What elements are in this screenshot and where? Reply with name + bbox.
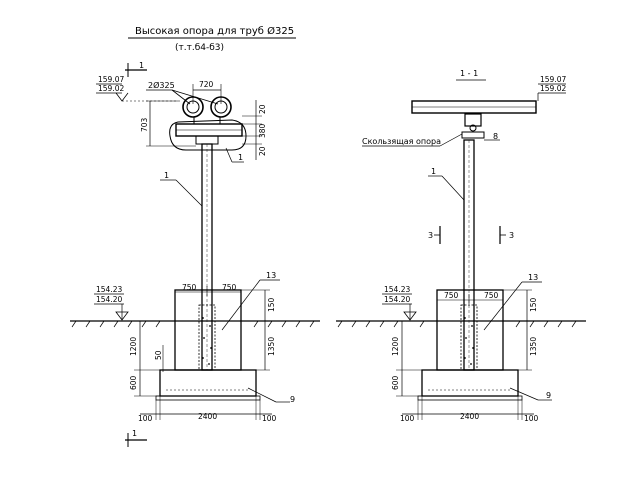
elevation-ground-sub-right: 154.20 bbox=[384, 295, 410, 304]
dim-750-right: 750 bbox=[222, 283, 237, 292]
callout-13: 13 bbox=[266, 271, 276, 280]
footing-right bbox=[421, 369, 519, 397]
callout-13-right: 13 bbox=[528, 273, 538, 282]
section-mark-label-bottom: 1 bbox=[132, 429, 137, 438]
dim-100-left-right: 100 bbox=[400, 414, 415, 423]
callout-9-right: 9 bbox=[546, 391, 551, 400]
elevation-ground-main: 154.23 bbox=[96, 285, 122, 294]
elevation-top-sub-right: 159.02 bbox=[540, 84, 566, 93]
dim-750-right-right: 750 bbox=[484, 291, 499, 300]
dim-1350: 1350 bbox=[267, 337, 276, 356]
dim-150-right: 150 bbox=[529, 297, 538, 312]
dim-750-left: 750 bbox=[182, 283, 197, 292]
dim-380: 380 bbox=[258, 123, 267, 138]
support-plate bbox=[461, 131, 485, 139]
dim-150: 150 bbox=[267, 297, 276, 312]
insulation-outline bbox=[169, 119, 247, 151]
dim-1200-right: 1200 bbox=[391, 337, 400, 356]
dim-20-top: 20 bbox=[258, 104, 267, 114]
sliding-support-label: Скользящая опора bbox=[362, 137, 441, 146]
right-view: 1 - 1 159.07 159.02 Скользящая опора 8 1… bbox=[336, 69, 586, 423]
dim-100-left: 100 bbox=[138, 414, 153, 423]
dim-600: 600 bbox=[129, 375, 138, 390]
dim-1350-right: 1350 bbox=[529, 337, 538, 356]
dim-100-right-right: 100 bbox=[524, 414, 539, 423]
elevation-ground-sub: 154.20 bbox=[96, 295, 122, 304]
dim-20-bottom: 20 bbox=[258, 146, 267, 156]
pedestal-right bbox=[436, 289, 504, 371]
sliding-support bbox=[464, 113, 482, 127]
dim-100-right: 100 bbox=[262, 414, 277, 423]
dim-600-right: 600 bbox=[391, 375, 400, 390]
dim-2400: 2400 bbox=[198, 412, 217, 421]
dim-50: 50 bbox=[154, 350, 163, 360]
elevation-top-main-right: 159.07 bbox=[540, 75, 566, 84]
elevation-top-main: 159.07 bbox=[98, 75, 124, 84]
section-3-right: 3 bbox=[509, 231, 514, 240]
drawing-subtitle: (т.т.б4-б3) bbox=[175, 43, 224, 53]
elevation-top-sub: 159.02 bbox=[98, 84, 124, 93]
drawing-title: Высокая опора для труб Ø325 bbox=[135, 25, 294, 37]
section-3-left: 3 bbox=[428, 231, 433, 240]
dim-750-left-right: 750 bbox=[444, 291, 459, 300]
dim-2400-right: 2400 bbox=[460, 412, 479, 421]
section-title: 1 - 1 bbox=[460, 69, 478, 78]
section-mark-label-top: 1 bbox=[139, 61, 144, 70]
concrete-base bbox=[155, 395, 261, 401]
callout-9: 9 bbox=[290, 395, 295, 404]
pipe-left bbox=[182, 96, 204, 118]
callout-1-beam: 1 bbox=[238, 153, 243, 162]
left-view: 1 159.07 159.02 2Ø325 720 bbox=[70, 61, 320, 447]
dim-1200: 1200 bbox=[129, 337, 138, 356]
dim-703: 703 bbox=[140, 117, 149, 132]
callout-1-column: 1 bbox=[164, 171, 169, 180]
dim-720: 720 bbox=[199, 80, 214, 89]
footing bbox=[159, 369, 257, 397]
elevation-ground-main-right: 154.23 bbox=[384, 285, 410, 294]
callout-1-right: 1 bbox=[431, 167, 436, 176]
callout-8: 8 bbox=[493, 132, 498, 141]
pipe-right bbox=[210, 96, 232, 118]
pipes-callout-label: 2Ø325 bbox=[148, 80, 175, 90]
elevation-top-marker bbox=[115, 92, 129, 102]
pedestal bbox=[174, 289, 242, 371]
